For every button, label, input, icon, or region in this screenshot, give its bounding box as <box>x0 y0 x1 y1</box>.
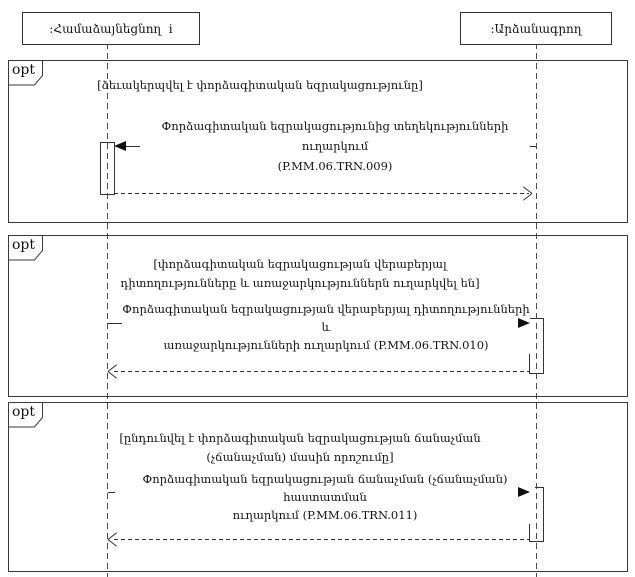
lifeline-right <box>536 43 537 577</box>
fragment-2-message-label: Փորձագիտական եզրակացության վերաբերյալ դի… <box>122 300 530 354</box>
guard-line: [ընդունվել է փորձագիտական եզրակացության … <box>119 431 481 445</box>
fragment-2-activation-bar <box>529 318 544 374</box>
fragment-3-guard: [ընդունվել է փորձագիտական եզրակացության … <box>70 429 530 467</box>
fragment-tab-shape-icon <box>8 402 43 428</box>
actor-label-coordinator: :Համաձայնեցնող i <box>49 21 173 36</box>
message-line: Փորձագիտական եզրակացության ճանաչման (չճա… <box>142 472 508 504</box>
message-line: ուղարկում (P.MM.06.TRN.011) <box>232 508 418 522</box>
fragment-3-message-label: Փորձագիտական եզրակացության ճանաչման (չճա… <box>115 470 535 524</box>
message-line: Փորձագիտական եզրակացությունից տեղեկությո… <box>161 119 509 153</box>
fragment-tab-shape-icon <box>8 235 43 261</box>
open-arrowhead-left-icon <box>107 364 119 379</box>
filled-arrowhead-left-icon <box>114 141 126 151</box>
open-arrowhead-left-icon <box>107 532 119 547</box>
actor-box-recorder: :Արձանագրող <box>460 12 612 45</box>
lifeline-left <box>107 43 108 577</box>
message-line: Փորձագիտական եզրակացության վերաբերյալ դի… <box>122 302 530 334</box>
fragment-3-operator-tab: opt <box>8 402 44 428</box>
fragment-1-return-arrow <box>114 193 529 194</box>
actor-box-coordinator: :Համաձայնեցնող i <box>22 12 200 45</box>
opt-fragment-1: opt <box>8 60 628 223</box>
guard-line: [փորձագիտական եզրակացության վերաբերյալ <box>153 257 447 271</box>
fragment-tab-shape-icon <box>8 60 43 86</box>
fragment-1-operator-label: opt <box>12 62 36 78</box>
guard-line: դիտողությունները և առաջարկություններն ու… <box>120 276 480 290</box>
open-arrowhead-right-icon <box>521 186 533 201</box>
guard-line: [ձեւակերպվել է փորձագիտական եզրակացությո… <box>97 78 423 92</box>
fragment-3-return-arrow <box>114 539 529 540</box>
filled-arrowhead-right-icon <box>518 487 530 497</box>
fragment-2-guard: [փորձագիտական եզրակացության վերաբերյալ դ… <box>70 255 530 293</box>
fragment-2-operator-label: opt <box>12 237 36 253</box>
actor-label-recorder: :Արձանագրող <box>490 21 582 36</box>
fragment-1-guard: [ձեւակերպվել է փորձագիտական եզրակացությո… <box>60 76 460 95</box>
opt-fragment-3: opt <box>8 402 628 572</box>
fragment-1-operator-tab: opt <box>8 60 44 86</box>
opt-fragment-2: opt <box>8 235 628 397</box>
fragment-2-return-arrow <box>114 371 529 372</box>
fragment-1-activation-bar <box>100 142 115 195</box>
fragment-1-message-label: Փորձագիտական եզրակացությունից տեղեկությո… <box>140 116 530 176</box>
message-line: առաջարկությունների ուղարկում (P.MM.06.TR… <box>163 338 489 352</box>
message-line: (P.MM.06.TRN.009) <box>277 159 393 173</box>
guard-line: (չճանաչման) մասին որոշումը] <box>206 450 394 464</box>
fragment-3-operator-label: opt <box>12 404 36 420</box>
filled-arrowhead-right-icon <box>518 318 530 328</box>
fragment-2-operator-tab: opt <box>8 235 44 261</box>
